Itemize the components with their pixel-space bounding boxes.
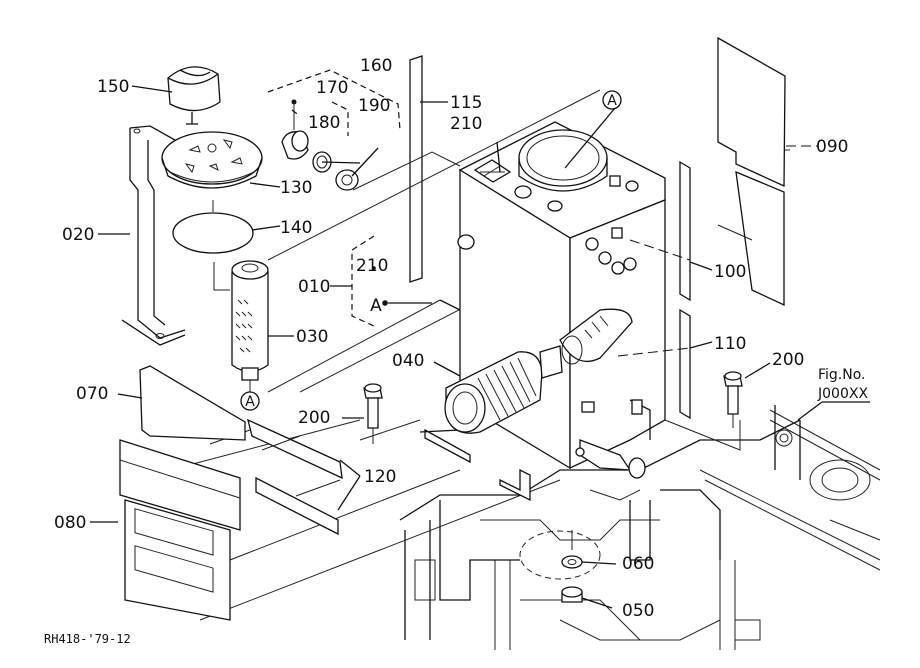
label-130: 130 (280, 178, 312, 198)
skid-plates (119, 365, 343, 621)
label-040: 040 (392, 351, 424, 371)
label-120: 120 (364, 467, 396, 487)
label-210-tank: 210 (450, 114, 482, 134)
bolts (363, 371, 743, 444)
label-010: 010 (298, 277, 330, 297)
label-160: 160 (360, 56, 392, 76)
leader-lines (90, 85, 870, 609)
tank-lid (161, 131, 263, 189)
label-170: 170 (316, 78, 348, 98)
label-140: 140 (280, 218, 312, 238)
label-060: 060 (622, 554, 654, 574)
label-070: 070 (76, 384, 108, 404)
label-080: 080 (54, 513, 86, 533)
suction-filter (212, 200, 269, 392)
figure-reference: Fig.No. J000XX RH418-'79-12 (44, 367, 868, 646)
label-030: 030 (296, 327, 328, 347)
nuts (561, 530, 583, 603)
machine-frame (399, 405, 881, 650)
fig-no-value: J000XX (817, 386, 868, 402)
label-090: 090 (816, 137, 848, 157)
label-115: 115 (450, 93, 482, 113)
filler-cap (167, 66, 221, 125)
level-rod (409, 55, 423, 283)
label-200-right: 200 (772, 350, 804, 370)
label-190: 190 (358, 96, 390, 116)
hydraulic-tank (419, 121, 666, 502)
label-210-ref: 210 (356, 256, 388, 276)
label-110: 110 (714, 334, 746, 354)
reference-markers: A A A (240, 90, 622, 411)
label-180: 180 (308, 113, 340, 133)
label-200-left: 200 (298, 408, 330, 428)
fig-no-label: Fig.No. (818, 367, 866, 383)
ref-a-label: A (370, 296, 382, 316)
ref-a-marker-filter: A (245, 394, 255, 410)
return-filter (444, 345, 563, 434)
o-ring (172, 212, 254, 254)
label-150: 150 (97, 77, 129, 97)
drawing-code: RH418-'79-12 (44, 632, 131, 646)
part-labels: 150 020 130 140 030 160 170 180 190 115 … (54, 56, 848, 621)
cover-panels (679, 36, 786, 420)
label-100: 100 (714, 262, 746, 282)
hose-fittings (267, 69, 401, 191)
label-020: 020 (62, 225, 94, 245)
ref-a-marker-top: A (607, 93, 617, 109)
label-050: 050 (622, 601, 654, 621)
